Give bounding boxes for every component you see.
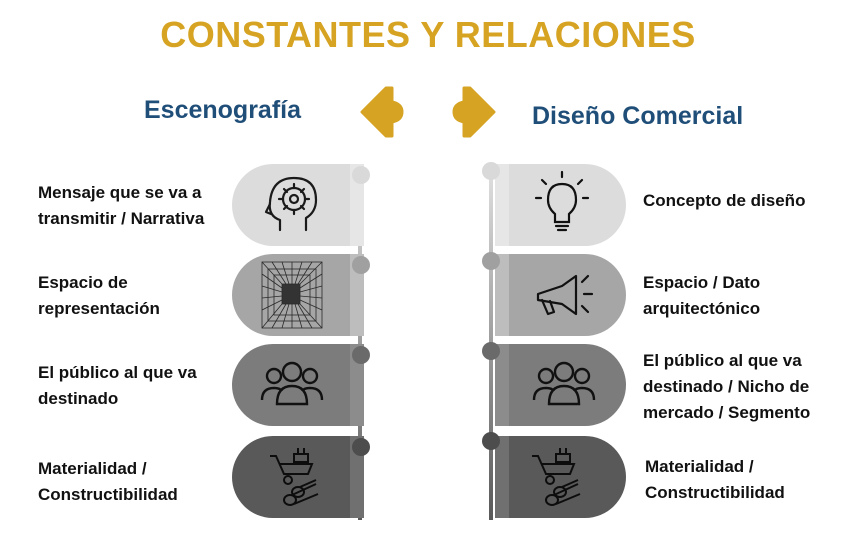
left-item-4-dot — [352, 438, 370, 456]
left-item-4-label: Materialidad / Constructibilidad — [38, 459, 178, 504]
left-item-1-pill — [232, 164, 350, 246]
arrow-right-icon — [452, 86, 496, 138]
left-item-3-pill — [232, 344, 350, 426]
left-item-2-label: Espacio de representación — [38, 273, 160, 318]
left-item-1-dot — [352, 166, 370, 184]
right-item-2-label: Espacio / Dato arquitectónico — [643, 273, 761, 318]
right-item-4-dot — [482, 432, 500, 450]
head-gear-icon — [264, 176, 318, 232]
wheelbarrow-materials-icon — [532, 448, 581, 506]
wheelbarrow-materials-icon — [270, 448, 319, 506]
right-item-3-pill — [508, 344, 626, 426]
page-title: CONSTANTES Y RELACIONES — [160, 14, 696, 55]
right-item-1-pill — [508, 164, 626, 246]
megaphone-icon — [536, 274, 594, 316]
right-item-4-label: Materialidad / Constructibilidad — [645, 457, 785, 502]
right-item-1-bar — [495, 164, 509, 246]
left-item-4-bar — [350, 436, 364, 518]
right-item-3-dot — [482, 342, 500, 360]
right-item-1-label: Concepto de diseño — [643, 191, 806, 210]
heading-diseno-comercial: Diseño Comercial — [532, 102, 744, 130]
right-item-4-pill — [508, 436, 626, 518]
left-item-3-label: El público al que va destinado — [38, 363, 197, 408]
right-item-2-pill — [508, 254, 626, 336]
arrow-left-icon — [360, 86, 404, 138]
perspective-room-icon — [261, 261, 323, 329]
left-item-3-bar — [350, 344, 364, 426]
right-item-3-label: El público al que va destinado / Nicho d… — [643, 351, 811, 422]
right-item-3-bar — [495, 344, 509, 426]
left-item-2-bar — [350, 254, 364, 336]
left-item-1-bar — [350, 164, 364, 246]
heading-escenografia: Escenografía — [144, 96, 302, 124]
left-item-2-pill — [232, 254, 350, 336]
left-item-2-dot — [352, 256, 370, 274]
right-item-4-bar — [495, 436, 509, 518]
right-item-2-bar — [495, 254, 509, 336]
left-item-1-label: Mensaje que se va a transmitir / Narrati… — [38, 183, 205, 228]
left-item-3-dot — [352, 346, 370, 364]
audience-icon — [260, 361, 324, 406]
right-item-2-dot — [482, 252, 500, 270]
audience-icon — [532, 361, 596, 406]
left-item-4-pill — [232, 436, 350, 518]
lightbulb-icon — [534, 170, 590, 232]
right-item-1-dot — [482, 162, 500, 180]
